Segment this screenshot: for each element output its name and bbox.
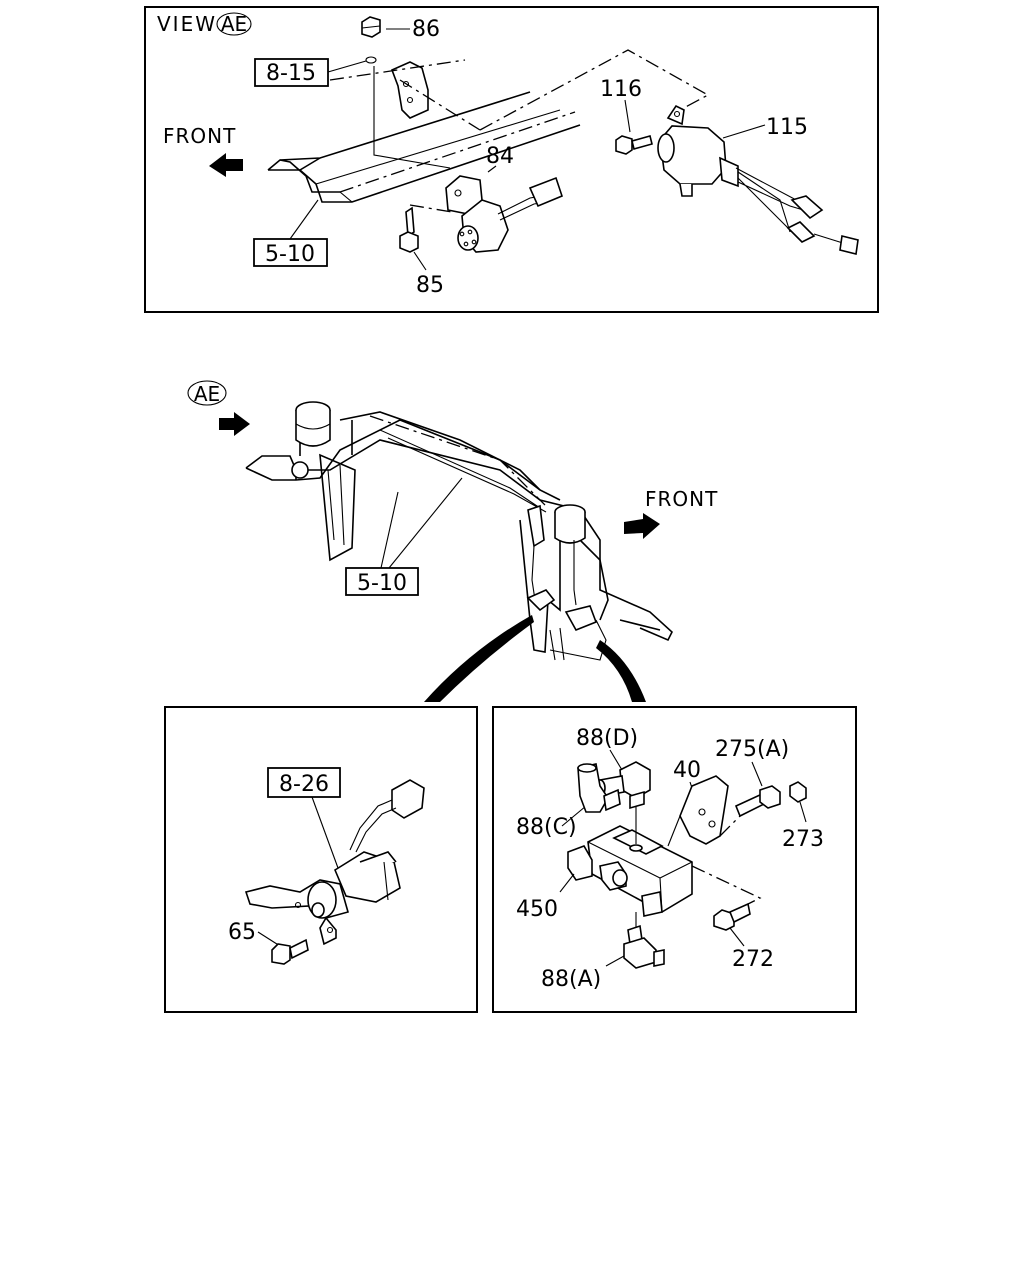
ref-box-5-10-mid — [345, 567, 419, 596]
callout-65: 65 — [228, 920, 256, 945]
overview-ref-oval — [187, 380, 227, 406]
fitting-88a — [623, 924, 665, 969]
leader-5-10-top — [289, 199, 319, 240]
leader-116 — [624, 99, 631, 133]
callout-8-26: 8-26 — [279, 772, 329, 797]
view-ae-frame — [144, 6, 879, 313]
bolt-65 — [271, 938, 309, 965]
nut-273 — [789, 781, 807, 803]
leader-65 — [257, 931, 281, 947]
detail-left-panel: 8-26 65 — [164, 706, 478, 1013]
bolt-272 — [713, 902, 751, 931]
callout-86: 86 — [412, 17, 440, 42]
front-arrow-icon — [209, 153, 243, 177]
callout-88c: 88(C) — [516, 815, 577, 840]
view-ref-oval — [216, 12, 252, 36]
callout-450: 450 — [516, 897, 558, 922]
overview-illustration: AE FRONT — [187, 380, 718, 702]
view-ref-label: AE — [221, 12, 247, 36]
callout-272: 272 — [732, 947, 774, 972]
leader-450 — [559, 873, 575, 893]
ref-box-8-26 — [267, 767, 341, 798]
detail-right-frame — [492, 706, 857, 1013]
overview-front-arrow-icon — [624, 513, 660, 539]
chassis-frame — [245, 401, 673, 661]
callout-5-10-top: 5-10 — [265, 242, 315, 267]
callout-5-10-mid: 5-10 — [357, 571, 407, 596]
frame-rail — [267, 59, 581, 203]
nut-86 — [361, 16, 381, 64]
leader-85 — [413, 251, 427, 271]
view-label: VIEW — [157, 12, 217, 36]
connection-outline — [479, 49, 710, 131]
callout-85: 85 — [416, 273, 444, 298]
valve-block-450 — [567, 806, 693, 917]
leader-88d — [609, 749, 623, 771]
pointer-to-left-detail — [424, 615, 534, 702]
sensor-84 — [445, 175, 563, 253]
leader-115 — [722, 124, 766, 139]
front-label: FRONT — [163, 124, 236, 148]
detail-right-panel: 88(D) 88(C) 40 275(A) — [492, 706, 857, 1013]
leader-275a — [751, 761, 763, 787]
callout-115: 115 — [766, 115, 808, 140]
callout-275a: 275(A) — [715, 737, 789, 762]
callout-88d: 88(D) — [576, 726, 638, 751]
callout-116: 116 — [600, 77, 642, 102]
leader-8-15 — [327, 60, 367, 73]
bolt-275a — [734, 785, 781, 818]
leader-273 — [799, 801, 807, 823]
ref-box-8-15 — [254, 58, 329, 87]
leader-84 — [487, 165, 497, 173]
mounting-bracket — [390, 61, 429, 119]
callout-84: 84 — [486, 144, 514, 169]
callout-273: 273 — [782, 827, 824, 852]
view-direction-arrow-icon — [219, 412, 250, 436]
bracket-40 — [667, 775, 729, 847]
leader-88a — [605, 955, 625, 967]
leader-8-26 — [311, 796, 339, 869]
callout-88a: 88(A) — [541, 967, 601, 992]
leader-5-10-b — [388, 477, 463, 569]
elbow-88c — [577, 763, 621, 813]
detail-left-frame — [164, 706, 478, 1013]
leader-272 — [729, 927, 745, 947]
overview-view-ref: AE — [194, 382, 220, 406]
stud-line — [373, 66, 451, 169]
pointer-to-right-detail — [596, 640, 646, 702]
callout-40: 40 — [673, 758, 701, 783]
bolt-116 — [615, 135, 653, 155]
callout-8-15: 8-15 — [266, 61, 316, 86]
leader-88c — [561, 805, 587, 827]
overview-front-label: FRONT — [645, 487, 718, 511]
view-ae-panel: VIEW AE FRONT 86 8-15 — [144, 6, 879, 313]
bolt-85 — [399, 206, 419, 253]
sensor-assembly-8-26 — [244, 779, 425, 946]
sensor-115 — [657, 104, 859, 255]
leader-5-10-a — [380, 491, 399, 569]
